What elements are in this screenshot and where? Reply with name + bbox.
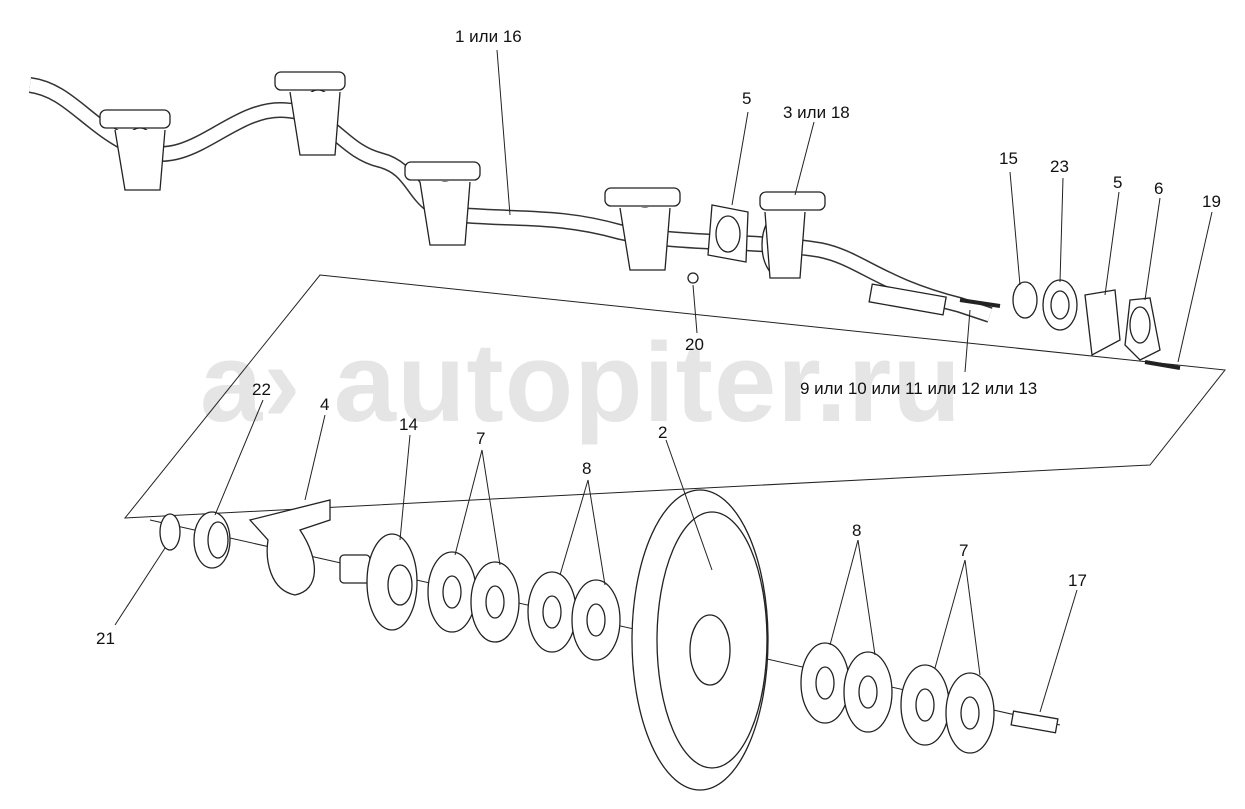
label-hub: 14 — [399, 415, 418, 434]
label-bushing: 15 — [999, 149, 1018, 168]
label-bracket-top: 3 или 18 — [783, 103, 850, 122]
ring-21 — [159, 513, 181, 551]
label-ring: 21 — [96, 629, 115, 648]
label-seal: 22 — [252, 380, 271, 399]
label-shims-right-8: 8 — [852, 521, 862, 540]
label-shims-right-7: 7 — [959, 541, 969, 560]
label-gasket-top: 5 — [742, 89, 752, 108]
label-shims-left-7: 7 — [476, 429, 486, 448]
label-shims-left-8: 8 — [582, 459, 592, 478]
label-shaft: 1 или 16 — [455, 27, 522, 46]
bolt-17 — [1010, 710, 1059, 734]
label-pulley: 2 — [658, 423, 668, 442]
label-pins: 9 или 10 или 11 или 12 или 13 — [800, 379, 1038, 398]
label-gasket-right: 5 — [1113, 173, 1123, 192]
shaft-brackets — [99, 71, 826, 279]
label-nut: 20 — [685, 335, 704, 354]
right-parts — [687, 272, 1181, 370]
assembly-plane — [123, 274, 1226, 519]
label-bracket: 4 — [320, 395, 330, 414]
lower-parts — [159, 489, 1059, 791]
watermark-logo: a› autopiter.ru — [200, 320, 962, 445]
bracket-4 — [248, 499, 331, 596]
label-bolt-bottom: 17 — [1068, 571, 1087, 590]
leader-lines — [114, 49, 1213, 713]
label-cover: 6 — [1154, 179, 1164, 198]
label-bolt-top: 19 — [1202, 192, 1221, 211]
label-bearing-top: 23 — [1050, 157, 1069, 176]
